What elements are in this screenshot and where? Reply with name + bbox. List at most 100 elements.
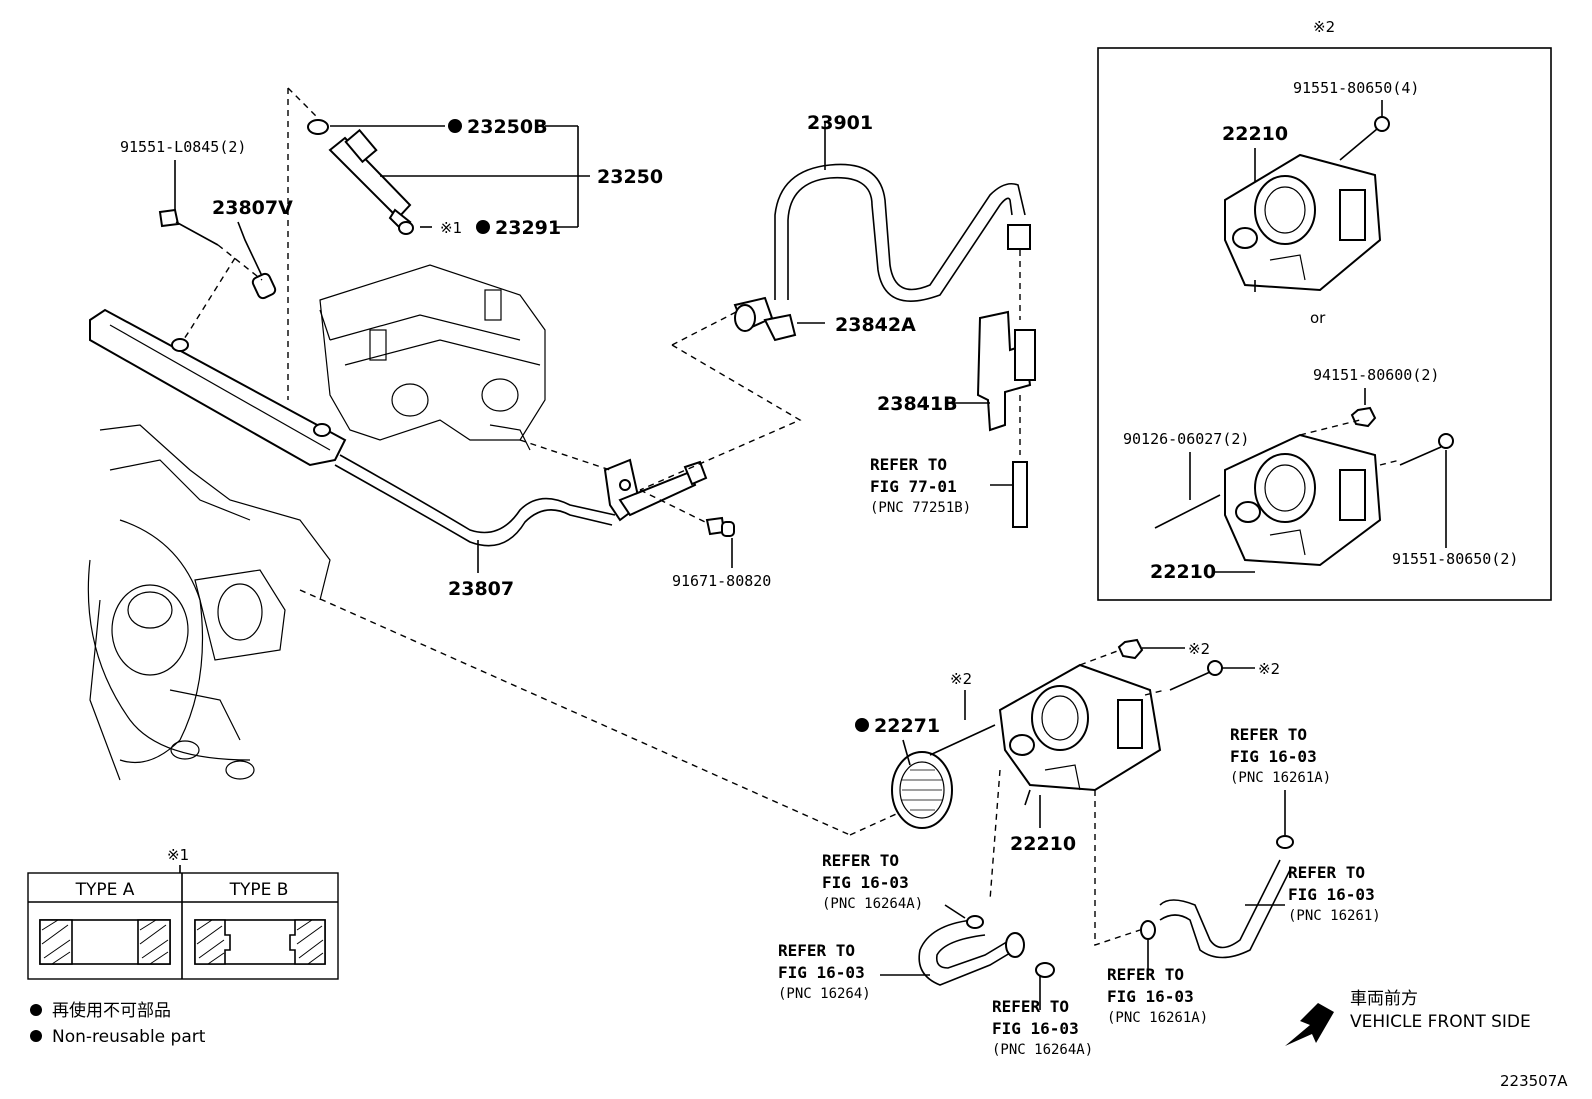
connector-icon xyxy=(1007,224,1031,250)
mark-bolt: ※2 xyxy=(1258,660,1280,678)
legend-mark: ※1 xyxy=(167,846,189,864)
svg-text:REFER TO: REFER TO xyxy=(778,941,855,960)
svg-text:FIG 16-03: FIG 16-03 xyxy=(1230,747,1317,766)
throttle-body-icon xyxy=(998,663,1162,806)
label-22210-b: 22210 xyxy=(1150,561,1216,583)
label-22210-a: 22210 xyxy=(1222,123,1288,145)
label-23807: 23807 xyxy=(448,578,514,600)
svg-text:(PNC 16264A): (PNC 16264A) xyxy=(992,1042,1093,1058)
nonreusable-en: Non-reusable part xyxy=(52,1027,206,1047)
throttle-body-icon xyxy=(1224,433,1382,567)
nut-icon xyxy=(1117,638,1144,660)
svg-text:REFER TO: REFER TO xyxy=(870,455,947,474)
svg-text:(PNC 16261A): (PNC 16261A) xyxy=(1230,770,1331,786)
type-legend-table: ※1 TYPE A TYPE B 再使用不可部品 Non-reusable pa… xyxy=(27,846,339,1047)
nonreusable-dot-icon xyxy=(30,1004,42,1016)
refer-16261A-bottom: REFER TO FIG 16-03 (PNC 16261A) xyxy=(1107,965,1208,1026)
svg-text:FIG 16-03: FIG 16-03 xyxy=(1107,987,1194,1006)
bolt-icon xyxy=(1169,660,1223,691)
label-22271: 22271 xyxy=(874,715,940,737)
throttle-body-icon xyxy=(1224,153,1382,292)
inset-mark: ※2 xyxy=(1313,18,1335,36)
label-23901: 23901 xyxy=(807,112,873,134)
label-91551-80650-4: 91551-80650(4) xyxy=(1293,79,1419,97)
label-23250B: 23250B xyxy=(467,116,548,138)
type-b-section-icon xyxy=(194,919,326,965)
svg-text:REFER TO: REFER TO xyxy=(1288,863,1365,882)
stud-bolt-icon xyxy=(929,724,996,756)
svg-text:REFER TO: REFER TO xyxy=(992,997,1069,1016)
label-91551-80650-2: 91551-80650(2) xyxy=(1392,550,1518,568)
bolt-icon xyxy=(1339,116,1390,161)
type-b-label: TYPE B xyxy=(229,880,289,900)
clip-icon xyxy=(763,313,797,342)
or-label: or xyxy=(1310,309,1326,327)
refer-16264A-bottom: REFER TO FIG 16-03 (PNC 16264A) xyxy=(992,997,1093,1058)
bracket-23841B-icon xyxy=(976,310,1036,432)
hose-23901-group xyxy=(733,123,1031,342)
drawing-number: 223507A xyxy=(1500,1072,1568,1090)
gasket-22271-icon xyxy=(891,751,953,829)
insulator-icon xyxy=(398,221,414,235)
refer-77-01: REFER TO FIG 77-01 (PNC 77251B) xyxy=(870,455,971,516)
nonreusable-dot-icon xyxy=(448,119,462,133)
bolt-icon xyxy=(1399,433,1454,466)
svg-text:FIG 16-03: FIG 16-03 xyxy=(992,1019,1079,1038)
refer-16264: REFER TO FIG 16-03 (PNC 16264) xyxy=(778,941,871,1002)
inset-box xyxy=(1097,47,1552,601)
refer-16261: REFER TO FIG 16-03 (PNC 16261) xyxy=(1288,863,1381,924)
mark-nut: ※2 xyxy=(1188,640,1210,658)
label-23841B: 23841B xyxy=(877,393,958,415)
nonreusable-jp: 再使用不可部品 xyxy=(52,1000,171,1021)
fuel-rail-group: 91551-L0845(2) 23807V xyxy=(89,138,708,573)
label-23807V: 23807V xyxy=(212,197,293,219)
svg-text:FIG 16-03: FIG 16-03 xyxy=(822,873,909,892)
vehicle-front-direction: 車両前方 VEHICLE FRONT SIDE xyxy=(1285,989,1531,1046)
type-a-label: TYPE A xyxy=(75,880,135,900)
intake-manifold-illustration xyxy=(87,424,331,781)
svg-text:FIG 16-03: FIG 16-03 xyxy=(1288,885,1375,904)
svg-text:REFER TO: REFER TO xyxy=(1107,965,1184,984)
svg-text:(PNC 16264): (PNC 16264) xyxy=(778,986,871,1002)
mark-stud: ※2 xyxy=(950,670,972,688)
bolt-icon xyxy=(158,208,219,246)
label-23291: 23291 xyxy=(495,217,561,239)
label-23842A: 23842A xyxy=(835,314,916,336)
svg-text:FIG 77-01: FIG 77-01 xyxy=(870,477,957,496)
fuel-injector-group xyxy=(307,119,590,235)
label-91671-80820: 91671-80820 xyxy=(672,572,771,590)
refer-16261A-top: REFER TO FIG 16-03 (PNC 16261A) xyxy=(1230,725,1331,786)
label-91551-L0845: 91551-L0845(2) xyxy=(120,138,246,156)
svg-text:(PNC 16264A): (PNC 16264A) xyxy=(822,896,923,912)
svg-text:FIG 16-03: FIG 16-03 xyxy=(778,963,865,982)
front-label-en: VEHICLE FRONT SIDE xyxy=(1350,1012,1531,1032)
svg-text:REFER TO: REFER TO xyxy=(822,851,899,870)
stud-bolt-icon xyxy=(1154,494,1221,529)
svg-text:REFER TO: REFER TO xyxy=(1230,725,1307,744)
nonreusable-dot-icon xyxy=(476,220,490,234)
label-23250: 23250 xyxy=(597,166,663,188)
type-a-section-icon xyxy=(39,919,171,965)
coolant-hose-right-icon xyxy=(1140,835,1294,959)
label-22210-main: 22210 xyxy=(1010,833,1076,855)
label-94151-80600: 94151-80600(2) xyxy=(1313,366,1439,384)
injector-icon xyxy=(328,128,412,232)
o-ring-icon xyxy=(307,119,329,135)
spacer-icon xyxy=(251,272,277,300)
nonreusable-dot-icon xyxy=(855,718,869,732)
svg-text:(PNC 77251B): (PNC 77251B) xyxy=(870,500,971,516)
cylinder-head-illustration xyxy=(319,264,546,451)
bolt-icon xyxy=(705,516,735,537)
label-90126-06027: 90126-06027(2) xyxy=(1123,430,1249,448)
nonreusable-dot-icon xyxy=(30,1030,42,1042)
front-arrow-icon xyxy=(1285,1003,1334,1046)
svg-text:(PNC 16261A): (PNC 16261A) xyxy=(1107,1010,1208,1026)
coolant-hose-left-icon xyxy=(918,915,1055,986)
nut-icon xyxy=(1350,406,1377,428)
fuel-pipe-icon xyxy=(1012,461,1028,528)
refer-16264A-top: REFER TO FIG 16-03 (PNC 16264A) xyxy=(822,851,923,912)
svg-text:(PNC 16261): (PNC 16261) xyxy=(1288,908,1381,924)
mark-23291: ※1 xyxy=(440,219,462,237)
front-label-jp: 車両前方 xyxy=(1350,989,1418,1009)
